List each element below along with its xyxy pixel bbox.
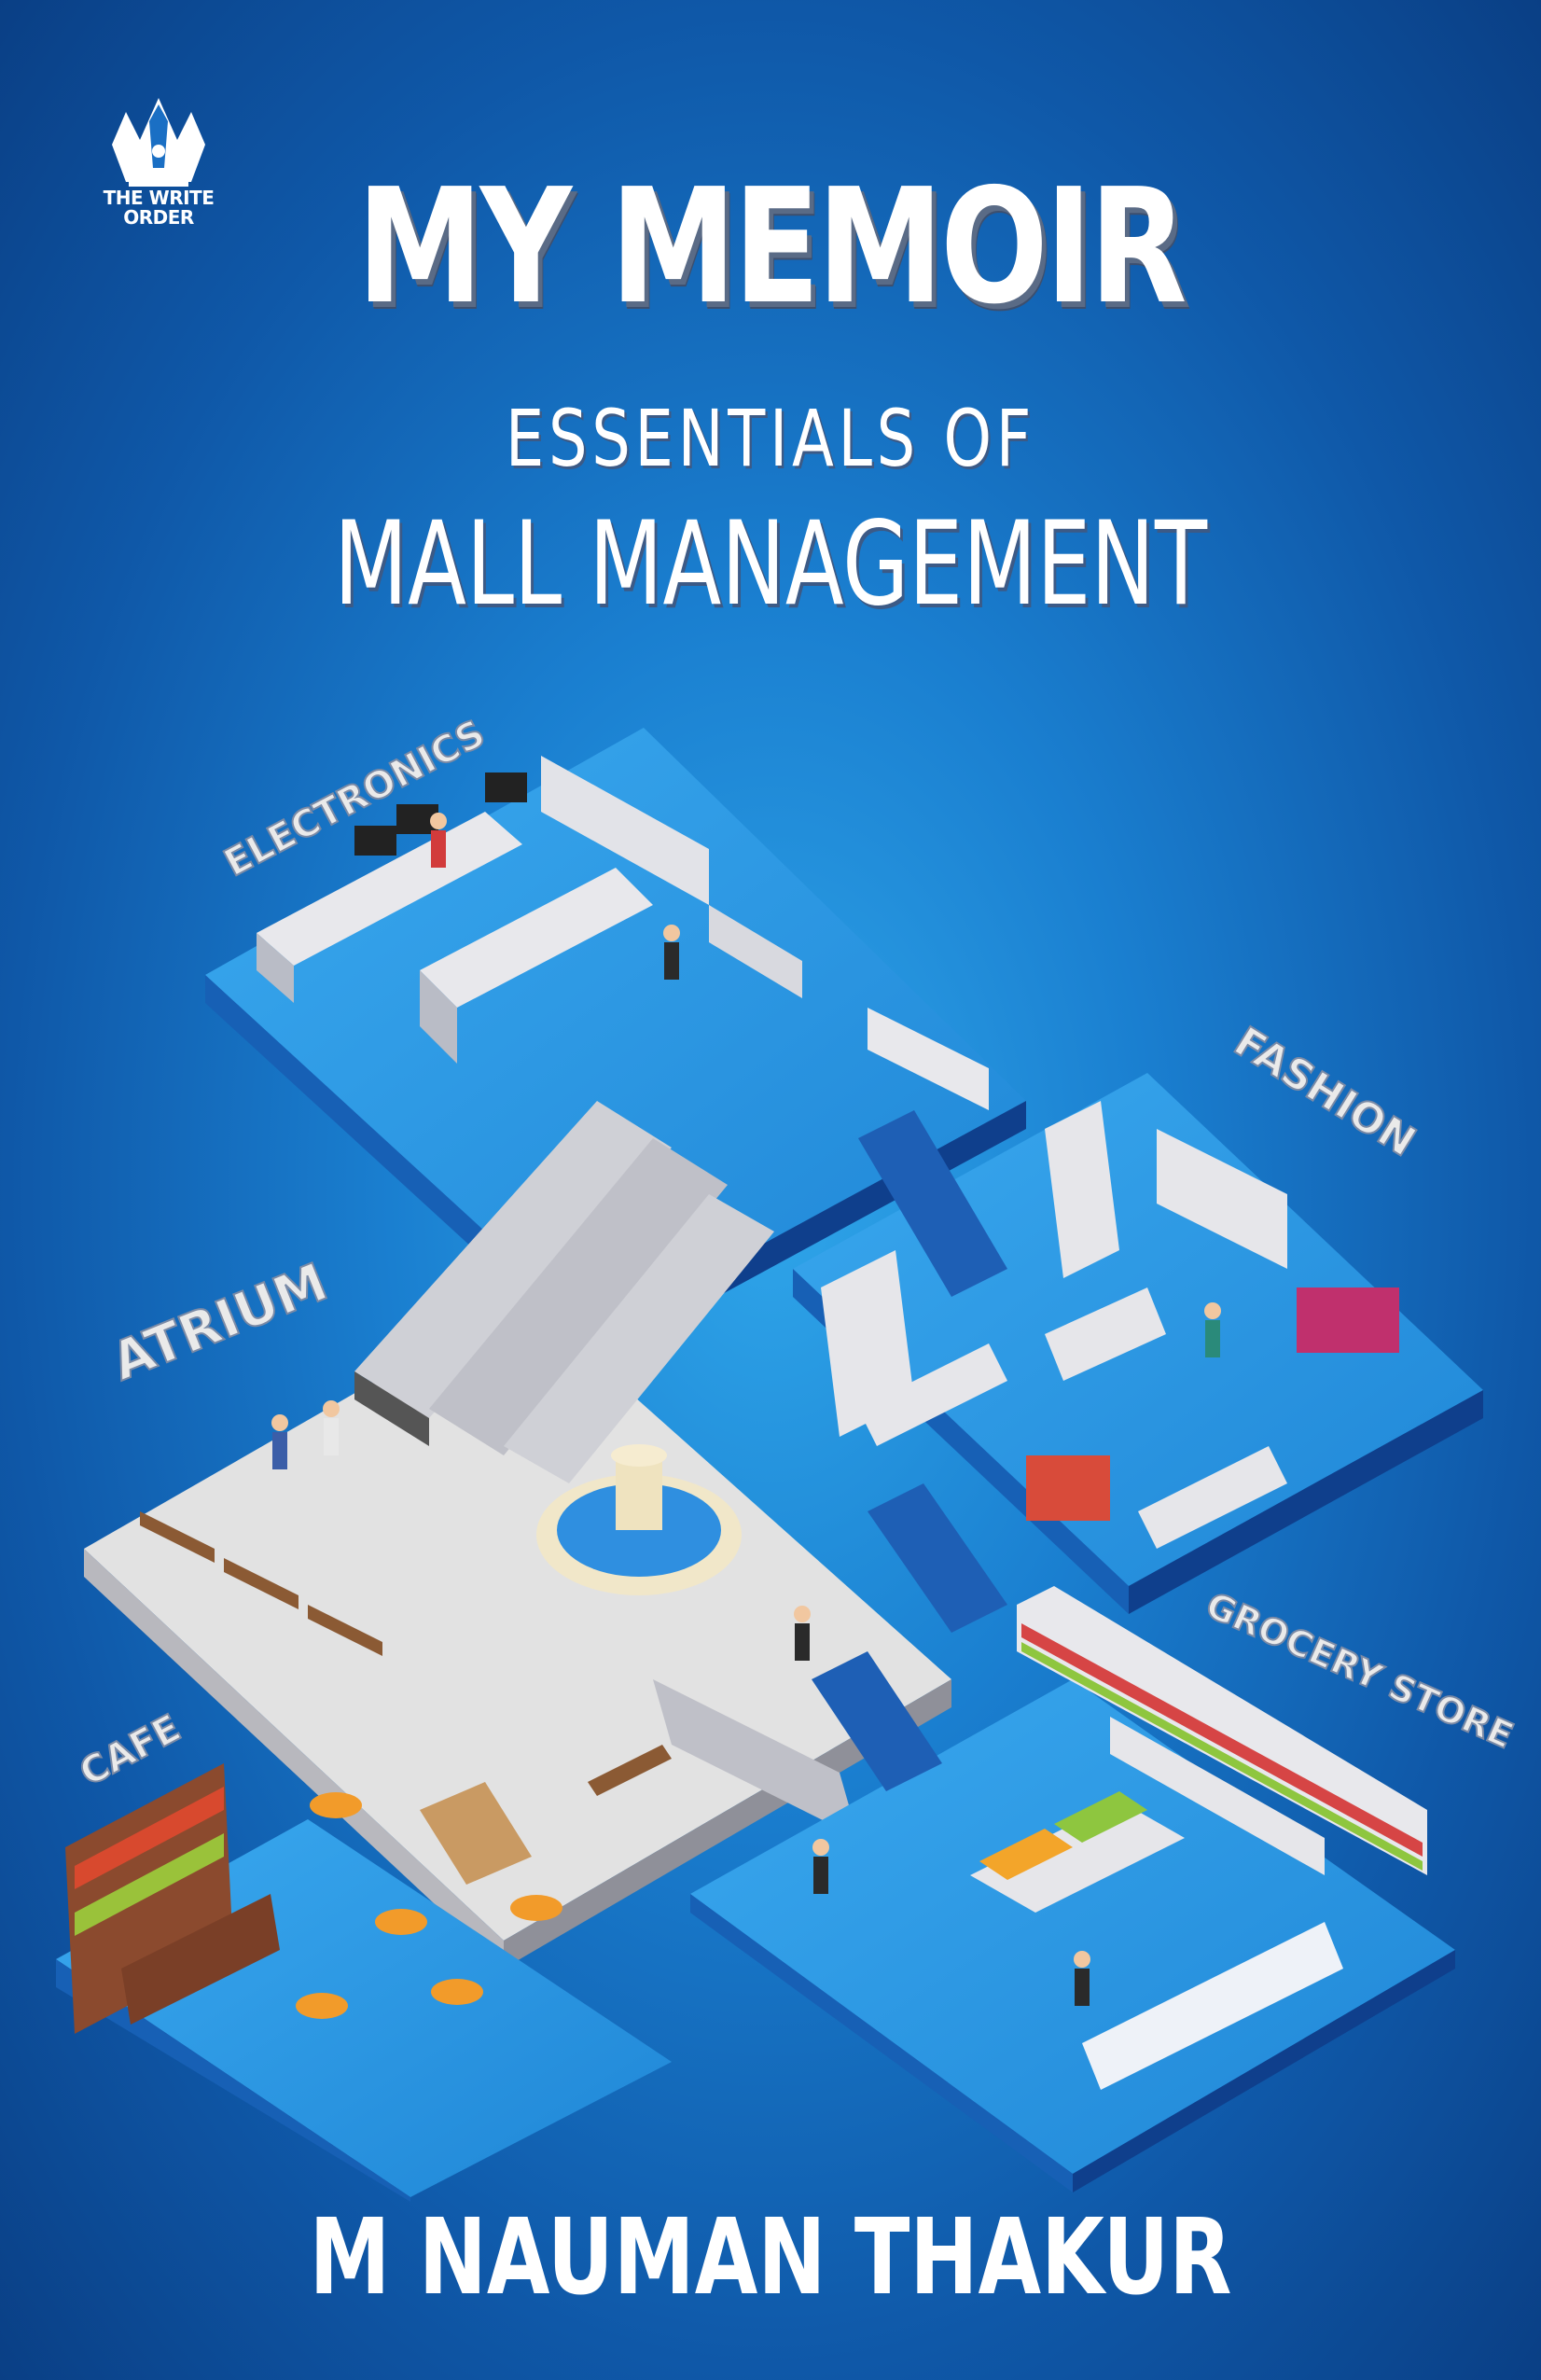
cafe-label: CAFE (73, 1706, 187, 1795)
fashion-label: FASHION (1226, 1018, 1423, 1166)
fountain (536, 1444, 742, 1595)
escalators (354, 1101, 858, 1838)
publisher-name: THE WRITE ORDER (86, 188, 231, 228)
mall-illustration: ELECTRONICS FASHION (56, 711, 1520, 2202)
stairs (812, 1110, 1007, 1791)
atrium-label: ATRIUM (104, 1252, 336, 1393)
shoppers (271, 813, 1221, 2006)
grocery-shelves (970, 1586, 1427, 2090)
crown-pen-icon (112, 98, 205, 187)
book-subtitle-line2: MALL MANAGEMENT (333, 497, 1208, 632)
publisher-name-line2: ORDER (123, 206, 194, 229)
book-subtitle-line1: ESSENTIALS OF (505, 393, 1036, 484)
book-author: M NAUMAN THAKUR (309, 2197, 1232, 2318)
atrium-zone: ATRIUM (84, 1101, 951, 1969)
publisher-name-line1: THE WRITE (103, 187, 215, 209)
book-title: MY MEMOIR (356, 155, 1187, 340)
benches (140, 1511, 672, 1796)
electronics-shelves (257, 756, 989, 1110)
